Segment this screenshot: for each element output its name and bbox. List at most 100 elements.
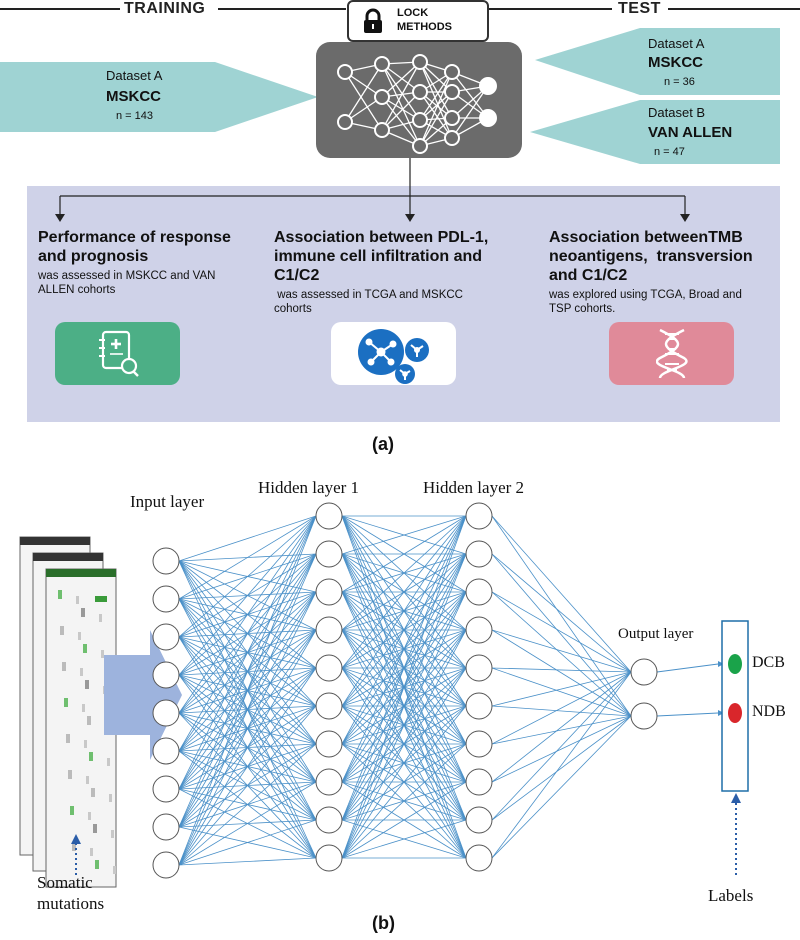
network-edge [341,629,467,859]
network-edge [491,715,632,745]
mutation-mark [58,590,62,599]
hidden-1-node [315,578,343,606]
output-arrow-head [718,710,724,716]
mutation-mark [80,668,83,676]
mini-edge [381,63,421,147]
network-edge [341,515,467,745]
network-edge [491,515,632,673]
network-edges [178,515,724,866]
results-branches [55,186,690,222]
input-node [152,585,180,613]
column-3-title-line-3: and C1/C2 [549,267,628,284]
hidden-2-node [465,540,493,568]
mutation-mark [64,698,68,707]
column-3-title-line-1: Association betweenTMB [549,229,743,246]
network-edge [178,515,317,562]
column-2-desc-line-1: was assessed in TCGA and MSKCC [274,289,463,301]
padlock-icon [364,8,382,33]
hidden-2-node [465,844,493,872]
lock-line-2: METHODS [397,21,452,33]
network-edge [178,515,317,600]
output-label-dcb: DCB [752,654,785,671]
network-edge [491,629,632,673]
network-edge [491,715,632,859]
column-1-desc-line-2: ALLEN cohorts [38,284,116,296]
mini-node [412,138,428,154]
input-node [152,623,180,651]
mini-edge [419,71,453,147]
network-edge [491,671,632,821]
mutation-mark [87,716,91,725]
mutation-mark [88,812,91,820]
network-edge [178,781,317,866]
panel-b-caption: (b) [372,913,395,933]
column-3-desc-line-1: was explored using TCGA, Broad and [549,289,742,301]
network-edge [341,515,467,859]
column-1-title-line-2: and prognosis [38,248,149,265]
mini-node [412,84,428,100]
hidden-2-node [465,692,493,720]
mutation-mark [95,596,107,602]
result-column-1: Performance of response and prognosis wa… [38,228,273,297]
hidden-2-node [465,654,493,682]
lock-methods-badge: LOCK METHODS [347,0,489,42]
hidden-1-node [315,806,343,834]
mutation-mark [109,794,112,802]
hidden-1-node [315,502,343,530]
network-edge [491,715,632,783]
mutation-mark [113,866,116,874]
test-dataset-a-n: n = 36 [664,76,695,88]
panel-a-graphics [0,8,800,186]
mutation-mark [62,662,66,671]
mini-network-diagram [337,54,497,154]
hidden-1-node [315,844,343,872]
output-node [630,658,658,686]
hidden-2-node [465,806,493,834]
mini-node [444,84,460,100]
network-edge [491,553,632,717]
column-2-title-line-1: Association between PDL-1, [274,229,489,246]
network-edge [178,743,317,866]
mutation-mark [111,830,114,838]
test-dataset-b-arrow [530,100,780,164]
hidden-2-node [465,502,493,530]
network-edge [491,671,632,745]
result-column-3: Association betweenTMB neoantigens, tran… [549,228,789,316]
labels-arrow-head [731,793,741,803]
mini-node [374,122,390,138]
network-edge [178,515,317,752]
dcb-marker [728,654,742,674]
output-arrow-head [718,661,724,667]
network-edge [341,515,467,631]
input-layer-label: Input layer [130,492,205,511]
column-3-title-line-2: neoantigens, transversion [549,248,753,265]
mini-edge [419,91,453,139]
mini-node [412,54,428,70]
mini-node [444,130,460,146]
network-edge [491,515,632,717]
network-edge [491,591,632,717]
network-edge [491,705,632,717]
molecule-network-icon [358,329,429,384]
network-edge [341,591,467,859]
hidden-1-node [315,616,343,644]
network-edge [341,515,467,821]
hidden-layer-1-label: Hidden layer 1 [258,478,360,497]
network-edge [491,667,632,717]
network-edge [341,515,467,669]
network-edge [491,629,632,717]
input-node [152,661,180,689]
dna-helix-card [609,322,734,385]
lock-line-1: LOCK [397,7,429,19]
column-2-desc-line-2: cohorts [274,303,312,315]
mutation-mark [68,770,72,779]
mutation-mark [81,608,85,617]
column-3-desc-line-2: TSP cohorts. [549,303,616,315]
hidden-layer-2-label: Hidden layer 2 [423,478,525,497]
output-label-ndb: NDB [752,703,786,720]
molecule-network-card [331,322,456,385]
training-label: TRAINING [124,0,206,17]
locked-network-box [316,42,522,158]
mutation-mark [107,758,110,766]
